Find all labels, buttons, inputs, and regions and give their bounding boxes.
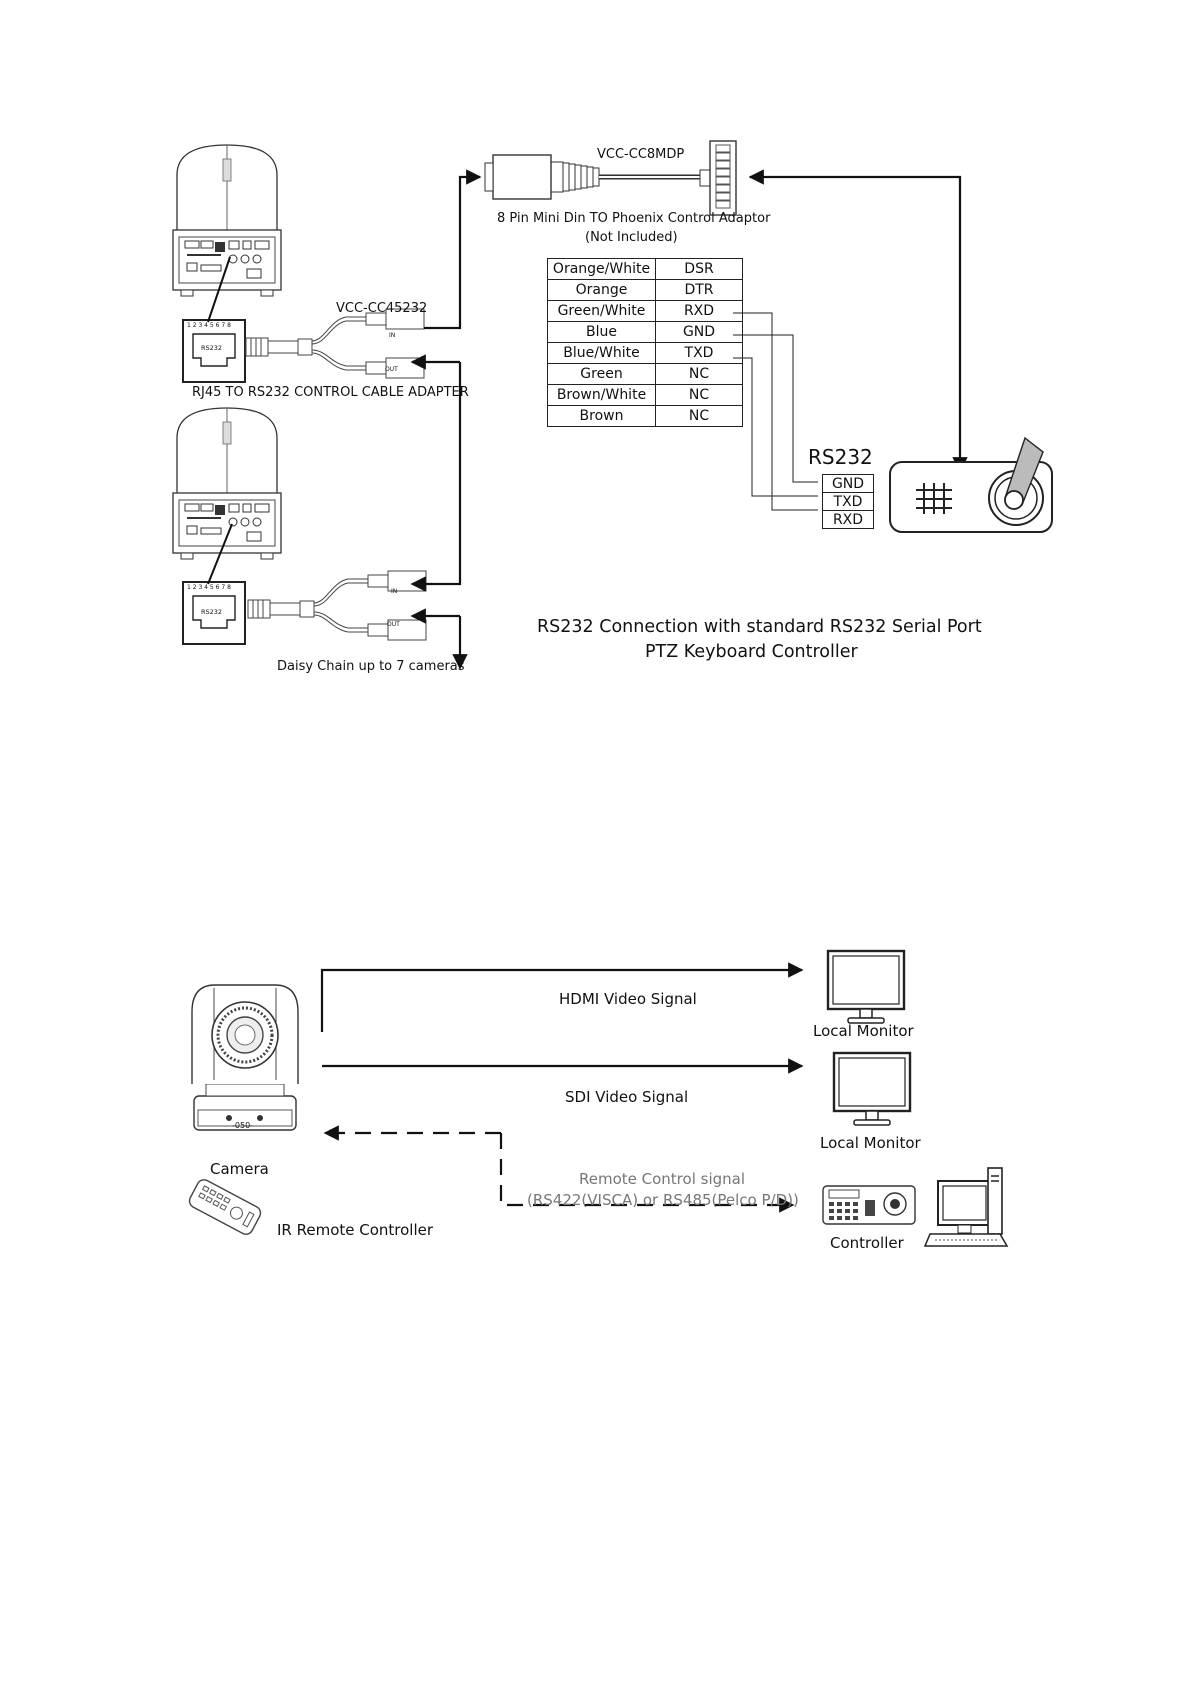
wire-color-cell: Blue/White: [547, 342, 656, 364]
caption-line1: RS232 Connection with standard RS232 Ser…: [537, 617, 982, 637]
caption-line2: PTZ Keyboard Controller: [645, 642, 858, 662]
monitor2-label: Local Monitor: [820, 1134, 921, 1152]
camera-icon: [191, 984, 299, 1131]
port-in-label: IN: [391, 588, 398, 595]
controller-keyboard-icon: [822, 1185, 916, 1225]
wire-signal-cell: NC: [655, 384, 743, 406]
rj45-pins: 1 2 3 4 5 6 7 8: [187, 322, 231, 329]
rj45-adapter-icon: [182, 256, 246, 383]
wire-color-cell: Blue: [547, 321, 656, 343]
camera-label: Camera: [210, 1160, 269, 1178]
table-row: TXD: [822, 492, 874, 511]
adaptor-label: 8 Pin Mini Din TO Phoenix Control Adapto…: [497, 211, 771, 226]
controller-label: Controller: [830, 1234, 904, 1252]
port-out-label: OUT: [387, 621, 400, 628]
hdmi-signal-label: HDMI Video Signal: [559, 990, 697, 1008]
remote-label: IR Remote Controller: [277, 1221, 434, 1239]
signal-arrows: [320, 962, 804, 1213]
wiring-lines: [733, 312, 818, 511]
y-cable-icon: [247, 570, 427, 641]
mini-din-connector-icon: [484, 154, 700, 200]
cable-label: VCC-CC45232: [336, 301, 428, 316]
port-in-label: IN: [389, 332, 396, 339]
wire-color-cell: Green: [547, 363, 656, 385]
daisy-chain-label: Daisy Chain up to 7 cameras: [277, 659, 465, 674]
ir-remote-icon: [188, 1179, 262, 1235]
wire-signal-cell: DTR: [655, 279, 743, 301]
wire-color-cell: Brown: [547, 405, 656, 427]
phoenix-connector-icon: [699, 140, 737, 216]
rj45-text: RS232: [201, 344, 223, 352]
cable-top-label: VCC-CC8MDP: [597, 147, 685, 162]
wire-color-cell: Green/White: [547, 300, 656, 322]
table-row: GND: [822, 474, 874, 493]
rs232-title: RS232: [808, 445, 873, 469]
monitor1-label: Local Monitor: [813, 1022, 914, 1040]
wire-signal-cell: NC: [655, 405, 743, 427]
sdi-signal-label: SDI Video Signal: [565, 1088, 689, 1106]
rs232-pin-cell: RXD: [822, 510, 874, 529]
table-row: RXD: [822, 510, 874, 529]
rj45-pins: 1 2 3 4 5 6 7 8: [187, 584, 231, 591]
monitor-icon: [832, 1051, 912, 1127]
wire-signal-cell: DSR: [655, 258, 743, 280]
wire-signal-cell: RXD: [655, 300, 743, 322]
remote-signal-line2: (RS422(VISCA) or RS485(Pelco P/D)): [527, 1191, 799, 1209]
wire-signal-cell: NC: [655, 363, 743, 385]
rs232-pin-table: GND TXD RXD: [822, 474, 874, 529]
rs232-pin-cell: TXD: [822, 492, 874, 511]
adaptor-note: (Not Included): [585, 230, 678, 245]
remote-signal-line1: Remote Control signal: [579, 1170, 746, 1188]
rs232-pin-cell: GND: [822, 474, 874, 493]
adapter-caption: RJ45 TO RS232 CONTROL CABLE ADAPTER: [192, 385, 469, 400]
connection-arrows: [410, 169, 968, 670]
port-out-label: OUT: [385, 366, 398, 373]
wire-color-cell: Orange/White: [547, 258, 656, 280]
wire-color-cell: Orange: [547, 279, 656, 301]
wire-color-cell: Brown/White: [547, 384, 656, 406]
ptz-camera-icon: [172, 144, 282, 297]
wire-signal-cell: TXD: [655, 342, 743, 364]
rj45-text: RS232: [201, 608, 223, 616]
camera-display: -050-: [232, 1121, 254, 1130]
rj45-adapter-icon: [182, 523, 246, 645]
monitor-icon: [826, 949, 906, 1025]
ptz-keyboard-icon: [889, 436, 1053, 533]
computer-icon: [923, 1167, 1009, 1247]
wire-signal-cell: GND: [655, 321, 743, 343]
